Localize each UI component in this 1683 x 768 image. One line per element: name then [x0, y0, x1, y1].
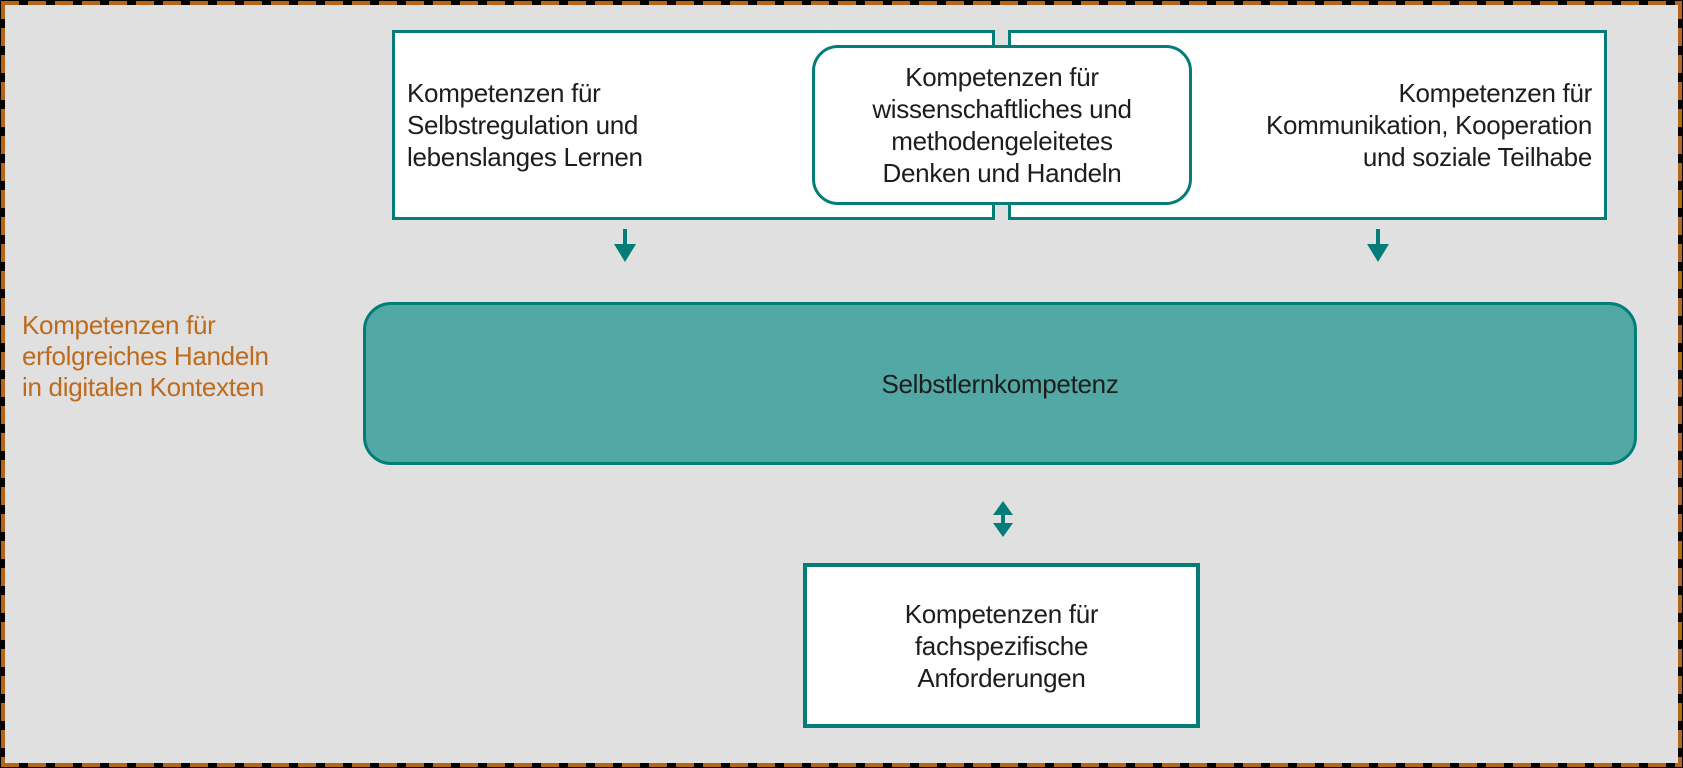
- box-selbstlernkompetenz: Selbstlernkompetenz: [363, 302, 1637, 465]
- up-down-arrow-icon: [992, 501, 1014, 542]
- box-wissenschaftliches-denken: Kompetenzen für wissenschaftliches und m…: [812, 45, 1192, 205]
- side-label-digitale-kontexte: Kompetenzen für erfolgreiches Handeln in…: [22, 310, 269, 402]
- dashed-frame-left: [1, 1, 5, 767]
- dashed-frame-top: [1, 1, 1682, 5]
- down-arrow-icon-left: [614, 229, 636, 267]
- dashed-frame-bottom: [1, 763, 1682, 767]
- dashed-frame-right: [1678, 1, 1682, 767]
- box-fachspezifische-anforderungen: Kompetenzen für fachspezifische Anforder…: [803, 563, 1200, 728]
- down-arrow-icon-right: [1367, 229, 1389, 267]
